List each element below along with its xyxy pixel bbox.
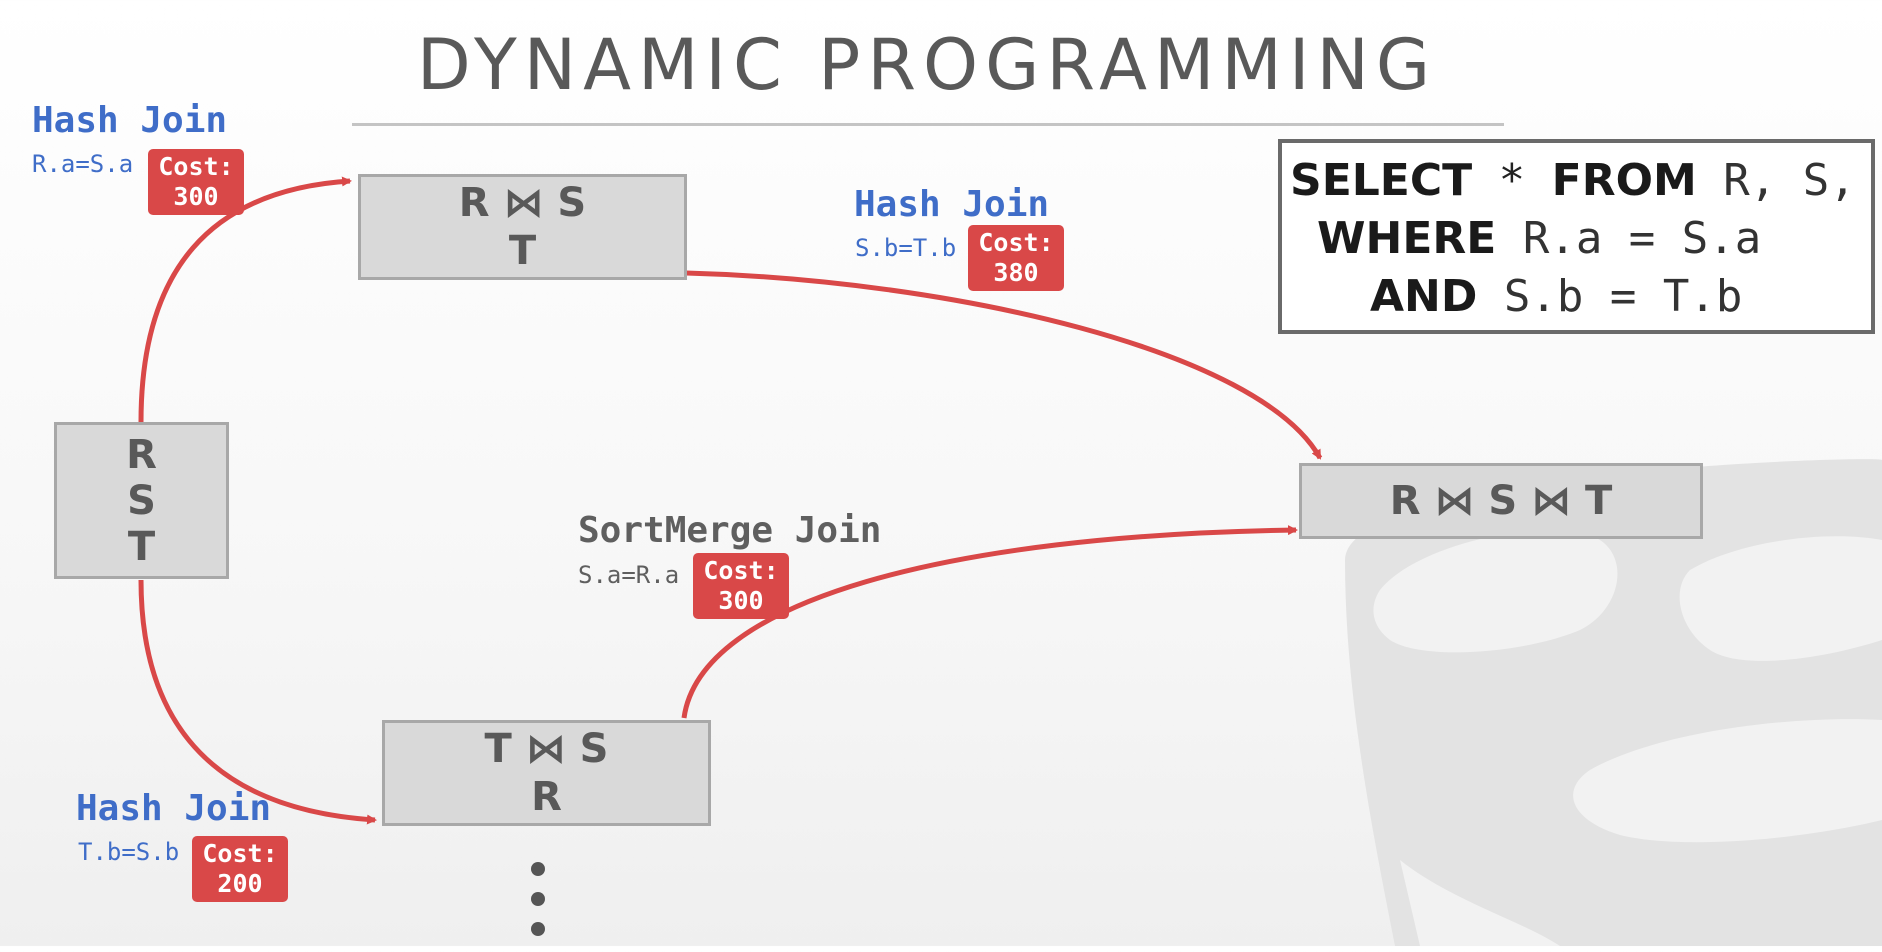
join-predicate-label: T.b=S.b: [78, 838, 180, 866]
sql-and-predicate: S.b = T.b: [1477, 271, 1743, 322]
node-rs-t: R ⋈ S T: [358, 174, 687, 280]
cost-badge-value: 380: [993, 258, 1039, 287]
node-r-s-t: R S T: [54, 422, 229, 579]
sql-where-predicate: R.a = S.a: [1496, 213, 1762, 264]
edge-bottom-to-final: [681, 525, 1298, 719]
cost-badge: Cost: 300: [693, 553, 789, 619]
title-underline: [352, 123, 1504, 126]
node-final-rst: R ⋈ S ⋈ T: [1299, 463, 1703, 539]
edge-start-to-bottom: [138, 579, 377, 825]
cost-badge-label: Cost:: [158, 152, 234, 181]
cost-badge-label: Cost:: [202, 839, 278, 868]
cost-badge: Cost: 380: [968, 225, 1064, 291]
join-predicate-label: S.a=R.a: [578, 561, 680, 589]
node-final-label: R ⋈ S ⋈ T: [1389, 478, 1613, 524]
node-r-s-t-line-1: R: [126, 431, 157, 478]
cost-badge-value: 300: [173, 182, 219, 211]
cost-badge: Cost: 300: [148, 149, 244, 215]
node-rs-t-line-1: R ⋈ S: [458, 180, 587, 226]
sql-tables: R, S, T: [1723, 155, 1856, 206]
sql-line-1: SELECT * FROM R, S, T: [1290, 152, 1871, 210]
sql-keyword-from: FROM: [1551, 155, 1697, 206]
node-rs-t-line-2: T: [508, 228, 537, 274]
join-type-label: Hash Join: [76, 788, 272, 829]
join-type-label: Hash Join: [32, 100, 228, 141]
node-ts-r-line-2: R: [531, 774, 562, 820]
cost-badge-value: 300: [718, 586, 764, 615]
join-type-label: Hash Join: [854, 184, 1050, 225]
cost-badge-label: Cost:: [703, 556, 779, 585]
node-ts-r: T ⋈ S R: [382, 720, 711, 826]
sql-star: *: [1472, 155, 1552, 206]
cost-badge: Cost: 200: [192, 836, 288, 902]
edge-start-to-top: [138, 176, 352, 423]
page-title: DYNAMIC PROGRAMMING: [416, 24, 1438, 106]
cost-badge-value: 200: [217, 869, 263, 898]
cost-badge-label: Cost:: [978, 228, 1054, 257]
more-ellipsis-icon: [527, 862, 549, 952]
join-predicate-label: R.a=S.a: [32, 150, 134, 178]
sql-keyword-and: AND: [1370, 271, 1478, 322]
sql-line-2: WHERE R.a = S.a: [1290, 210, 1871, 268]
join-predicate-label: S.b=T.b: [855, 234, 957, 262]
sql-keyword-select: SELECT: [1290, 155, 1473, 206]
join-type-label: SortMerge Join: [578, 510, 882, 551]
sql-keyword-where: WHERE: [1317, 213, 1497, 264]
sql-line-3: AND S.b = T.b: [1290, 268, 1871, 326]
node-ts-r-line-1: T ⋈ S: [484, 726, 609, 772]
node-r-s-t-line-3: T: [127, 523, 156, 570]
node-r-s-t-line-2: S: [127, 477, 156, 524]
edge-top-to-final: [685, 270, 1323, 460]
sql-query-box: SELECT * FROM R, S, T WHERE R.a = S.a AN…: [1278, 139, 1875, 334]
